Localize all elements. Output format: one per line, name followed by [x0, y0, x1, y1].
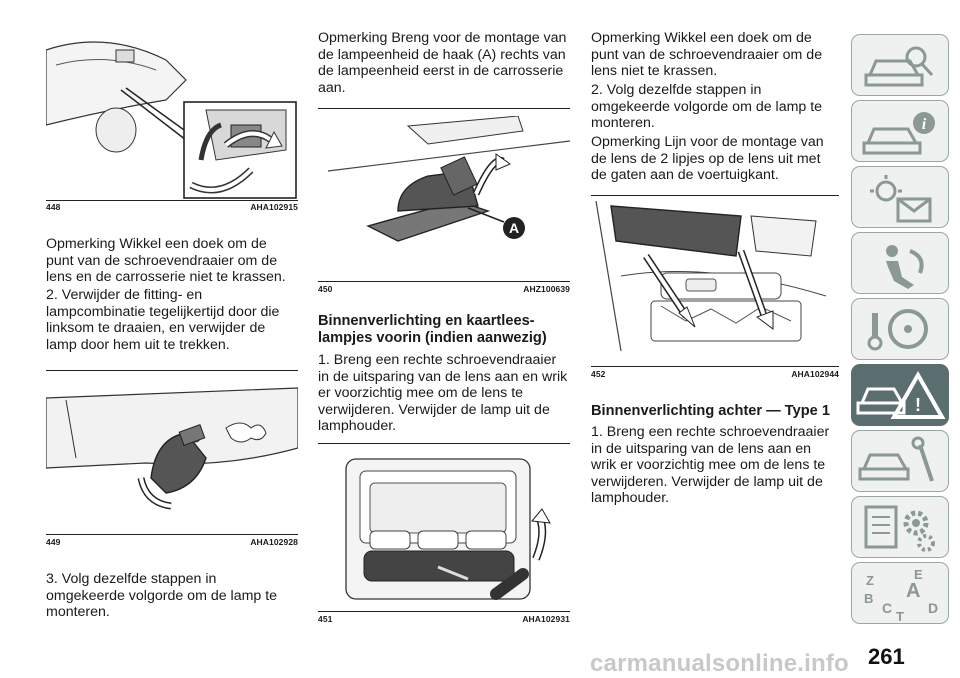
figure-number: 448 [46, 202, 61, 212]
alphabetical-index-icon: Z E A B C T D [864, 567, 938, 624]
figure-452-rear-dome-lamp [591, 201, 839, 361]
specifications-gear-icon [864, 505, 935, 552]
tab-starting-driving[interactable] [851, 298, 949, 360]
tab-car-search[interactable] [851, 34, 949, 96]
figure-number: 450 [318, 284, 333, 294]
step-2-paragraph: 2. Volg dezelfde stappen in omgekeerde v… [591, 82, 823, 132]
tab-servicing-maintenance[interactable] [851, 430, 949, 492]
figure-450-license-lamp: A [318, 116, 570, 276]
figure-448-rule [46, 200, 298, 201]
figure-code: AHA102944 [791, 369, 839, 379]
figure-450-rule [318, 281, 570, 282]
socket-illustration [46, 387, 298, 510]
index-letter: C [882, 600, 892, 616]
section-heading: Binnenverlichting en kaartlees-lampjes v… [318, 313, 547, 346]
license-lamp-illustration: A [327, 116, 570, 242]
callout-a-label: A [509, 220, 519, 236]
index-letter: E [914, 567, 923, 582]
figure-code: AHA102931 [522, 614, 570, 624]
svg-text:i: i [922, 116, 927, 133]
figure-code: AHA102915 [250, 202, 298, 212]
rear-dome-lamp-illustration [595, 201, 827, 352]
step-3-paragraph: 3. Volg dezelfde stappen in omgekeerde v… [46, 571, 278, 621]
step-1-paragraph: 1. Breng een rechte schroevendraaier in … [318, 352, 568, 435]
tab-warning-lights-messages[interactable] [851, 166, 949, 228]
note-paragraph: Opmerking Wikkel een doek om de punt van… [46, 236, 286, 286]
tab-in-an-emergency[interactable]: ! [851, 364, 949, 426]
tab-safety[interactable] [851, 232, 949, 294]
figure-449-bulb-socket [46, 378, 298, 528]
figure-449-top-rule [46, 370, 298, 371]
watermark-text: carmanualsonline.info [590, 650, 849, 677]
figure-451-rule [318, 611, 570, 612]
figure-number: 451 [318, 614, 333, 624]
page-number: 261 [868, 644, 905, 669]
tab-car-info[interactable]: i [851, 100, 949, 162]
callout-a-badge [503, 217, 525, 239]
index-letter: A [906, 580, 920, 602]
figure-448-taillight-removal [46, 30, 298, 200]
svg-text:!: ! [915, 395, 921, 415]
index-letter: Z [866, 573, 874, 588]
figure-number: 449 [46, 537, 61, 547]
figure-451-top-rule [318, 443, 570, 444]
figure-449-rule [46, 534, 298, 535]
section-heading: Binnenverlichting achter — Type 1 [591, 403, 830, 419]
taillight-illustration [46, 41, 297, 199]
tab-technical-specifications[interactable] [851, 496, 949, 558]
warning-lights-message-icon [870, 175, 932, 223]
car-breakdown-warning-icon: ! [856, 370, 946, 419]
figure-451-front-dome-lamp [318, 449, 570, 604]
figure-450-top-rule [318, 108, 570, 109]
figure-452-rule [591, 366, 839, 367]
index-letter: B [864, 591, 873, 606]
note-paragraph: Opmerking Wikkel een doek om de punt van… [591, 30, 823, 80]
car-search-icon [864, 46, 934, 87]
index-letter: D [928, 600, 938, 616]
front-dome-lamp-illustration [345, 458, 551, 600]
figure-code: AHZ100639 [523, 284, 570, 294]
tab-index[interactable]: Z E A B C T D [851, 562, 949, 624]
figure-452-top-rule [591, 195, 839, 196]
airbag-person-icon [886, 245, 924, 289]
note-paragraph: Opmerking Breng voor de montage van de l… [318, 30, 567, 96]
car-tools-icon [858, 436, 934, 482]
step-2-paragraph: 2. Verwijder de fitting- en lampcombinat… [46, 287, 280, 353]
car-info-icon: i [862, 112, 935, 155]
key-steering-wheel-icon [867, 309, 928, 351]
step-1-paragraph: 1. Breng een rechte schroevendraaier in … [591, 424, 830, 507]
note-paragraph-2: Opmerking Lijn voor de montage van de le… [591, 134, 824, 184]
figure-number: 452 [591, 369, 606, 379]
figure-code: AHA102928 [250, 537, 298, 547]
index-letter: T [896, 609, 904, 624]
